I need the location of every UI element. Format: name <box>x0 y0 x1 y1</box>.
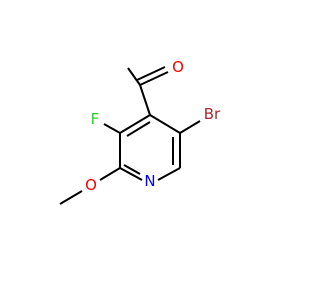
bond-carbonyl-2 <box>136 66 166 81</box>
molecule-structure: O Br F N O <box>59 58 221 205</box>
bond-c2-o <box>99 167 121 181</box>
bond-formyl-h <box>127 67 141 86</box>
bond-ring-c3-c4-inner <box>126 121 151 137</box>
bond-carbonyl-1 <box>139 71 169 86</box>
bond-ring-n-c2 <box>119 167 143 181</box>
bond-o-methyl <box>59 190 83 205</box>
bond-ring-n-c2-inner <box>123 164 141 175</box>
bond-ring-c3-c4 <box>119 114 151 134</box>
bond-ring-c4-c5 <box>149 114 181 134</box>
bond-formyl-c-to-ring <box>139 84 151 116</box>
bond-c3-f <box>103 123 121 134</box>
nitrogen-label: N <box>144 172 155 190</box>
bond-c5-br <box>179 120 201 134</box>
aldehyde-oxygen-label: O <box>172 58 184 76</box>
bromine-label: Br <box>204 105 221 123</box>
bond-ring-c6-n <box>157 167 181 181</box>
methoxy-oxygen-label: O <box>85 176 97 194</box>
bonds <box>59 66 201 205</box>
fluorine-label: F <box>91 110 100 128</box>
atom-labels: O Br F N O <box>85 58 221 194</box>
